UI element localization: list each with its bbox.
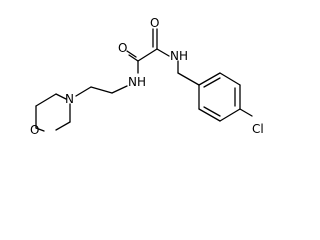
benzene-ring [198,72,241,122]
bond [55,93,67,100]
bond [111,85,128,94]
bond [203,77,221,88]
bond [75,86,92,97]
bond [219,108,241,122]
bond [177,72,200,86]
atom-nh-right: NH [170,49,188,63]
bond [35,127,45,132]
bond [126,50,137,58]
atom-o-ring: O [30,123,39,137]
bond [198,72,221,86]
bond [203,106,221,117]
structure-diagram: O N NH O O NH Cl [30,16,264,137]
atom-nh-left: NH [128,75,146,89]
bond [55,121,71,131]
bond [137,48,158,62]
bond [90,86,113,94]
morpholine-ring [35,93,71,132]
bond [198,108,221,122]
atom-n-morpholine: N [65,92,74,106]
atom-o-carbonyl-right: O [150,16,159,30]
bond [219,72,241,86]
bond [128,54,139,62]
atom-cl: Cl [252,122,264,136]
atom-o-carbonyl-left: O [118,41,127,55]
bond [156,48,170,57]
bond [35,93,57,107]
bond [239,108,253,117]
